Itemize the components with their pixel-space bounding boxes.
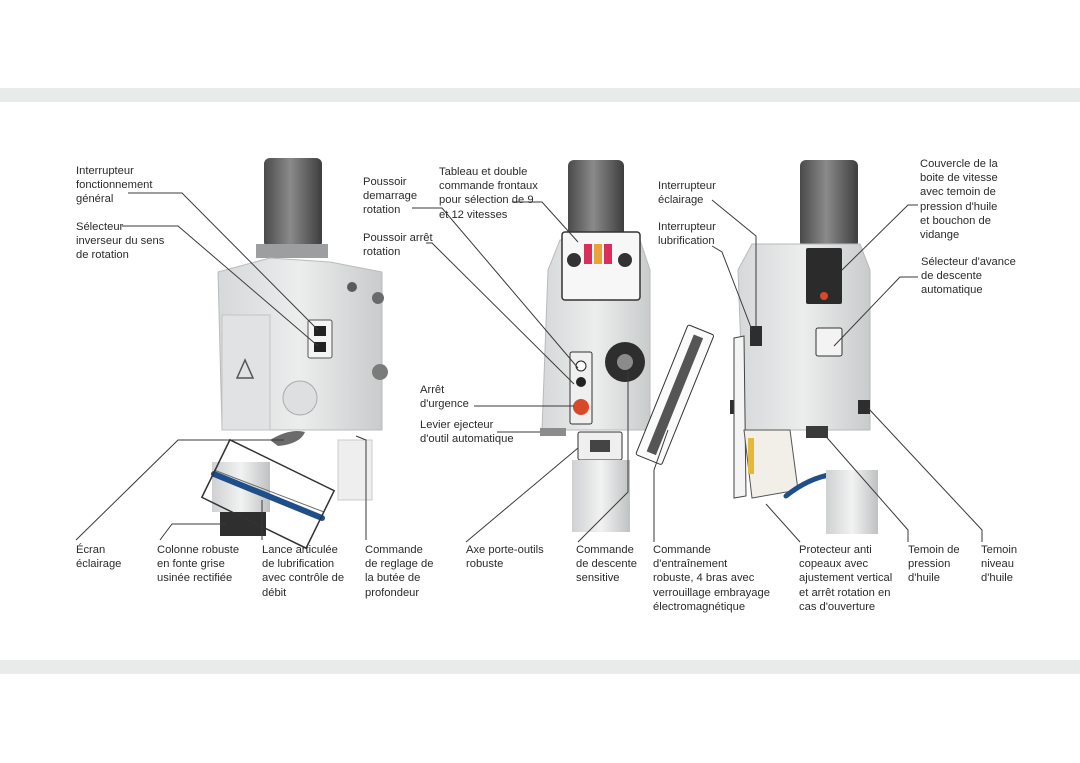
chip-guard-yellow-strip [748,438,754,474]
spindle-nose [590,440,610,452]
top-divider-band [0,88,1080,102]
column-collar-left [220,512,266,536]
stop-pushbutton-icon [576,377,586,387]
column-front [572,460,630,532]
motor-left [264,158,322,248]
four-arm-bar [646,334,704,456]
front-control-panel [561,231,641,301]
label-poussoir-demarrage: Poussoir demarrage rotation [363,176,418,217]
label-colonne-robuste: Colonne robuste en fonte grise usinée re… [157,544,240,585]
label-axe-porte-outils: Axe porte-outils robuste [466,544,544,571]
leader-axe [465,447,579,543]
leader-entrainement [653,429,669,542]
leader-selecteur-avance [833,276,918,347]
motor-right [800,160,858,248]
leader-poussoir-arret [426,242,575,385]
label-tableau-commande: Tableau et double commande frontaux pour… [439,166,538,221]
warning-triangle-icon [235,358,255,379]
leader-interrupteur-lubrification [711,245,753,331]
switch-plate-left [307,319,333,359]
reverse-selector-icon [314,342,326,352]
leader-colonne [159,523,226,541]
leader-poussoir-demarrage [412,207,579,369]
feed-handwheel-hub [617,354,633,370]
label-temoin-niveau: Temoin niveau d'huile [981,544,1018,585]
leader-butee [355,435,367,540]
leader-tableau [512,201,579,243]
emergency-stop-icon [573,399,589,415]
auto-feed-selector [815,327,843,357]
chip-guard-rail [733,335,747,499]
leader-protecteur [765,503,801,543]
label-commande-entrainement: Commande d'entraînement robuste, 4 bras … [653,544,770,613]
label-interrupteur-lubrification: Interrupteur lubrification [658,221,716,248]
oil-pressure-lamp-icon [820,292,828,300]
leader-descente [577,372,629,543]
coolant-hose-left [211,471,325,521]
speed-chart-red-1 [584,244,592,264]
label-arret-urgence: Arrêt d'urgence [420,384,469,411]
machine-left-view [200,158,388,550]
depth-dial-left [282,380,318,416]
label-ecran-eclairage: Écran éclairage [76,544,122,571]
speed-chart-orange [594,244,602,264]
bottom-divider-band [0,660,1080,674]
hose-highlight-frame [200,438,336,550]
main-switch-icon [314,326,326,336]
speed-chart-red-2 [604,244,612,264]
label-commande-descente: Commande de descente sensitive [576,544,637,585]
lamp-screen-left [270,431,305,446]
light-switch-right [750,326,762,346]
label-selecteur-inverseur: Sélecteur inverseur du sens de rotation [76,221,165,262]
knob-top-left [347,282,357,292]
head-side-panel-left [221,314,271,431]
machine-front-view [540,160,714,532]
label-poussoir-arret: Poussoir arrêt rotation [363,232,433,259]
label-protecteur-copeaux: Protecteur anti copeaux avec ajustement … [799,544,893,613]
machine-right-view [730,160,878,534]
gearbox-cover [806,248,842,304]
label-commande-butee: Commande de reglage de la butée de profo… [365,544,434,599]
oil-level-indicator [858,400,870,414]
label-interrupteur-eclairage: Interrupteur éclairage [658,180,716,207]
label-levier-ejecteur: Levier ejecteur d'outil automatique [420,419,514,446]
leader-interrupteur-eclairage [711,199,757,326]
leader-interrupteur-general [128,192,319,331]
lever-knob-left [372,292,384,304]
label-selecteur-avance: Sélecteur d'avance de descente automatiq… [921,256,1016,297]
leader-lines [75,192,983,543]
label-couvercle-boite: Couvercle de la boite de vitesse avec te… [920,158,998,242]
oil-pressure-indicator [806,426,828,438]
leader-temoin-niveau [867,407,983,542]
label-temoin-pression: Temoin de pression d'huile [908,544,960,585]
leader-temoin-pression [821,431,909,542]
depth-stop-block [337,439,373,501]
handwheel-hub-left [372,364,388,380]
column-right [826,470,878,534]
start-pushbutton-icon [575,360,587,372]
leader-ecran [75,439,284,541]
speed-lever-right [618,253,632,267]
motor-front [568,160,624,240]
coolant-hose-edge-left [213,469,325,513]
four-arm-handle [635,324,714,465]
ejector-lever [540,428,566,436]
speed-lever-left [567,253,581,267]
leader-couvercle [841,204,918,271]
label-lance-articulee: Lance articulée de lubrification avec co… [262,544,345,599]
leader-selecteur-inverseur [122,225,319,347]
label-interrupteur-general: Interrupteur fonctionnement général [76,165,153,206]
motor-flange-left [256,244,328,258]
